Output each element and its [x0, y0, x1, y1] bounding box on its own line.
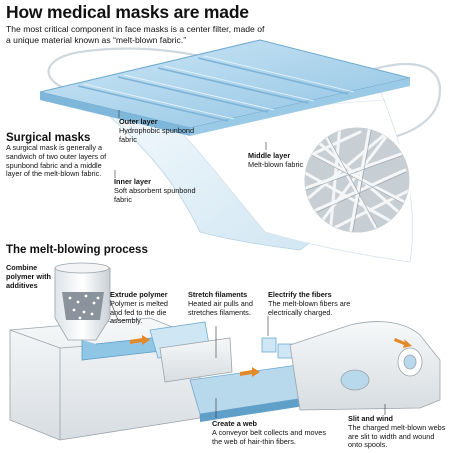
- web-desc: A conveyor belt collects and moves the w…: [212, 427, 326, 446]
- inner-layer-title: Inner layer: [114, 177, 151, 186]
- middle-layer-desc: Melt-blown fabric: [248, 159, 304, 169]
- combine-label: Combine polymer with additives: [6, 263, 52, 290]
- stretch-title: Stretch filaments: [188, 290, 248, 299]
- slit-label: Slit and wind The charged melt-blown web…: [348, 414, 446, 450]
- process-heading: The melt-blowing process: [6, 244, 148, 256]
- outer-layer-shape: [39, 39, 411, 136]
- process-leaders: [109, 299, 386, 418]
- outer-layer-desc: Hydrophobic spunbond fabric: [119, 125, 195, 144]
- stretch-label: Stretch filaments Heated air pulls and s…: [188, 290, 266, 317]
- leader-lines: [114, 110, 267, 178]
- outer-layer-label: Outer layer Hydrophobic spunbond fabric: [119, 117, 209, 144]
- web-label: Create a web A conveyor belt collects an…: [212, 419, 332, 446]
- inner-layer-desc: Soft absorbent spunbond fabric: [114, 185, 196, 204]
- slit-title: Slit and wind: [348, 414, 393, 423]
- slit-desc: The charged melt-blown webs are slit to …: [348, 422, 446, 450]
- electrify-title: Electrify the fibers: [268, 290, 332, 299]
- process-arrows: [130, 335, 412, 377]
- web-title: Create a web: [212, 419, 258, 428]
- surgical-heading: Surgical masks: [6, 132, 91, 144]
- extrude-label: Extrude polymer Polymer is melted and fe…: [110, 290, 174, 326]
- machine: [9, 262, 441, 441]
- middle-layer-label: Middle layer Melt-blown fabric: [248, 151, 304, 170]
- extrude-title: Extrude polymer: [110, 290, 168, 299]
- page-title: How medical masks are made: [6, 2, 249, 22]
- page-subtitle: The most critical component in face mask…: [6, 24, 265, 45]
- stretch-desc: Heated air pulls and stretches filaments…: [188, 298, 253, 317]
- inner-layer-label: Inner layer Soft absorbent spunbond fabr…: [114, 177, 198, 204]
- outer-layer-title: Outer layer: [119, 117, 158, 126]
- electrify-desc: The melt-blown fibers are electrically c…: [268, 298, 351, 317]
- electrify-label: Electrify the fibers The melt-blown fibe…: [268, 290, 358, 317]
- surgical-mask-section: Surgical masks A surgical mask is genera…: [6, 132, 118, 179]
- middle-layer-title: Middle layer: [248, 151, 291, 160]
- fiber-zoom: [301, 124, 413, 236]
- surgical-body: A surgical mask is generally a sandwich …: [6, 143, 107, 179]
- extrude-desc: Polymer is melted and fed to the die ass…: [110, 298, 168, 326]
